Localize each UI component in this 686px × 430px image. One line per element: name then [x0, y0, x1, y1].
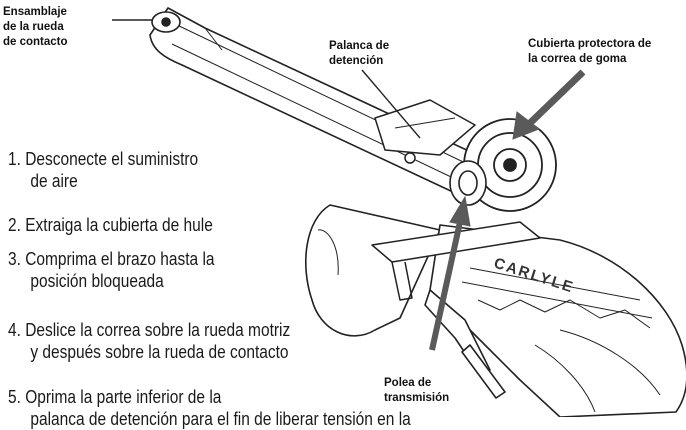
contact-wheel [151, 11, 181, 33]
motor-housing [304, 204, 441, 337]
step-4: 4. Deslice la correa sobre la rueda motr… [8, 320, 291, 362]
arrow-belt-cover-shaft [525, 69, 586, 128]
step-1: 1. Desconecte el suministro de aire [8, 149, 199, 191]
arrow-belt-cover-head [512, 111, 541, 140]
callout-contact-wheel: Ensamblaje de la rueda de contacto [3, 6, 68, 48]
handle [429, 224, 686, 417]
leader-detent-lever [361, 69, 421, 139]
arrow-drive-pulley-shaft [429, 221, 463, 351]
step-3: 3. Comprima el brazo hasta la posición b… [8, 249, 215, 291]
callout-belt-cover: Cubierta protectora de la correa de goma [528, 38, 652, 65]
leader-lines [112, 19, 421, 139]
belt-sander-diagram: CARLYLE [112, 7, 686, 417]
drive-pulley [449, 160, 487, 206]
callout-detent-lever: Palanca de detención [329, 40, 390, 67]
step-2: 2. Extraiga la cubierta de hule [8, 215, 213, 235]
step-5: 5. Oprima la parte inferior de la palanc… [8, 387, 411, 429]
arrow-drive-pulley-head [449, 195, 471, 227]
callout-drive-pulley: Polea de transmisión [384, 377, 450, 404]
callout-arrows [429, 69, 586, 351]
belt-cover [463, 118, 557, 212]
